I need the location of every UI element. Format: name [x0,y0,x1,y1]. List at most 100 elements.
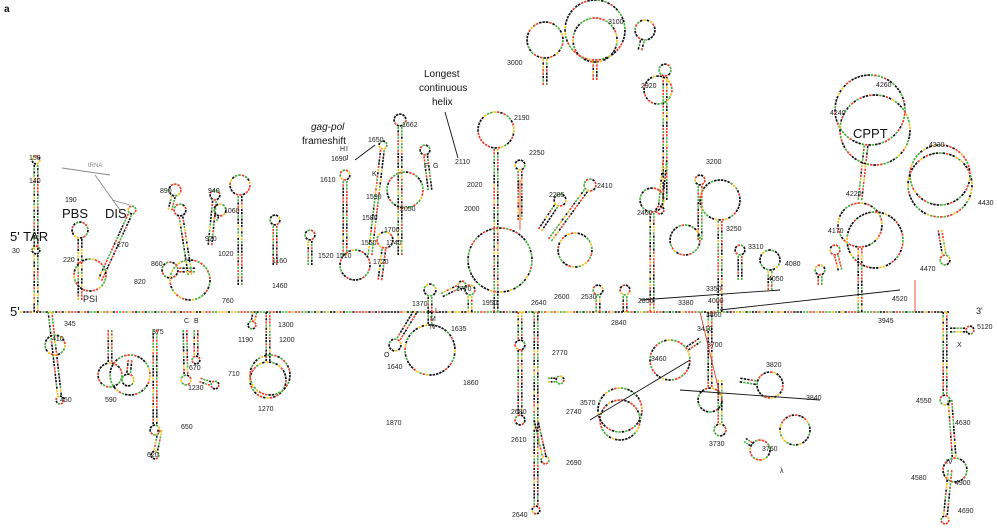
hairpin-loop [562,379,565,383]
hairpin-loop [404,116,407,120]
hairpin-loop [554,24,558,28]
hairpin-loop [929,202,933,205]
hairpin-loop [283,373,287,376]
num-3760: 3760 [762,446,778,453]
hairpin-loop [958,195,962,199]
stem [404,321,408,325]
multibranch-loop [577,232,581,235]
hairpin-loop [508,117,512,121]
stem [116,236,119,240]
hairpin-loop [649,352,653,356]
num-2840: 2840 [611,320,627,327]
hairpin-loop [711,217,715,220]
hairpin-loop [379,140,383,143]
num-4630: 4630 [955,420,971,427]
multibranch-loop [468,248,471,252]
hairpin-loop [767,453,771,457]
hairpin-loop [399,344,402,348]
multibranch-loop [580,56,584,60]
hairpin-loop [926,201,930,204]
hairpin-loop [396,205,400,208]
multibranch-loop [861,213,865,216]
hairpin-loop [410,365,414,369]
multibranch-loop [76,263,80,267]
hairpin-loop [766,443,770,447]
hairpin-loop [850,203,854,206]
hairpin-loop [453,343,456,346]
multibranch-loop [688,252,692,256]
hairpin-loop [955,148,959,152]
hairpin-loop [391,349,395,352]
hairpin-loop [211,380,215,383]
multibranch-loop [288,368,291,371]
hairpin-loop [409,205,413,209]
num-890: 890 [160,188,172,195]
hairpin-loop [514,340,518,344]
hairpin-loop [913,190,917,194]
multibranch-loop [611,429,615,433]
hairpin-loop [957,150,961,154]
hairpin-loop [515,421,519,425]
hairpin-loop [815,271,819,275]
multibranch-loop [904,145,907,149]
hairpin-loop [396,124,400,127]
hairpin-loop [889,80,893,84]
hairpin-loop [821,272,825,276]
hairpin-loop [628,286,631,290]
num-1370: 1370 [412,301,428,308]
hairpin-loop [644,208,648,212]
hairpin-loop [104,362,108,365]
stem [574,199,578,203]
stem [836,265,839,268]
hairpin-loop [481,116,485,120]
multibranch-loop [849,224,853,228]
hairpin-loop [38,246,41,250]
multibranch-loop [144,361,148,365]
label-iv: IV [946,459,953,466]
hairpin-loop [510,119,514,123]
num-450: 450 [60,397,72,404]
hairpin-loop [511,123,515,126]
hairpin-loop [173,212,177,216]
hairpin-loop [835,244,839,247]
stem [120,235,124,238]
stem [112,245,115,248]
hairpin-loop [939,395,943,399]
num-2600: 2600 [554,294,570,301]
hairpin-loop [636,21,640,25]
multibranch-loop [955,156,959,160]
stem [440,291,444,295]
hairpin-loop [911,187,915,191]
hairpin-loop [162,262,166,266]
hairpin-loop [835,99,838,102]
hairpin-loop [210,385,213,389]
hairpin-loop [127,207,130,211]
callout-line [444,111,459,159]
num-2285: 2285 [549,192,565,199]
hairpin-loop [583,187,587,191]
hairpin-loop [378,244,382,248]
hairpin-loop [878,142,882,145]
hairpin-loop [182,212,186,216]
stem [401,334,404,338]
multibranch-loop [170,285,173,289]
hairpin-loop [574,5,578,8]
hairpin-loop [33,252,37,255]
hairpin-loop [157,451,160,455]
multibranch-loop [840,139,843,142]
multibranch-loop [957,158,961,161]
panel-label: a [4,4,10,15]
multibranch-loop [581,263,585,267]
multibranch-loop [509,288,513,292]
hairpin-loop [901,96,905,100]
hairpin-loop [340,176,344,180]
hairpin-loop [31,247,34,251]
multibranch-loop [639,416,642,420]
hairpin-loop [520,159,524,162]
multibranch-loop [698,243,701,246]
hairpin-loop [249,372,253,376]
hairpin-loop [175,272,179,276]
multibranch-loop [193,259,197,262]
hairpin-loop [836,122,840,126]
hairpin-loop [130,382,134,386]
